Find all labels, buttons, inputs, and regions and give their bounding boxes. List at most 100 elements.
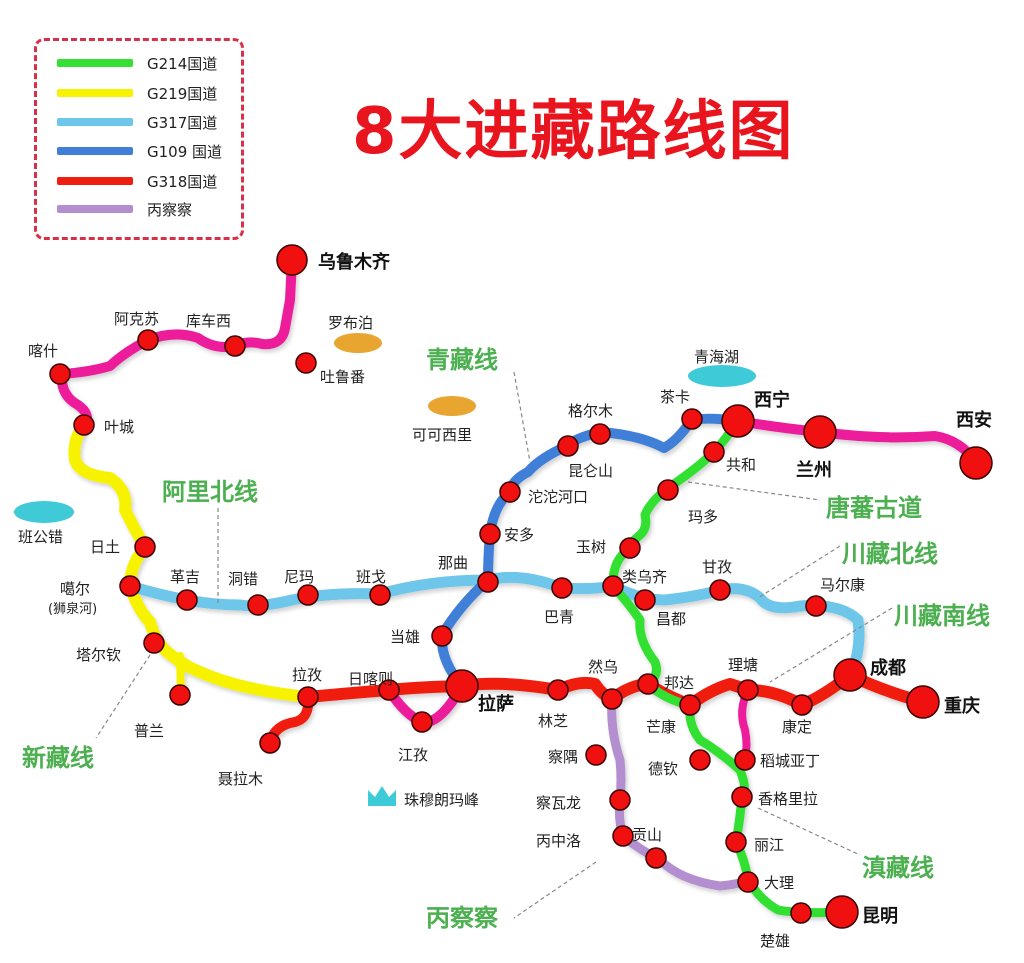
label-everest: 珠穆朗玛峰 [404,791,480,809]
node-yecheng [73,414,95,436]
label-geji: 革吉 [170,568,201,586]
legend-item-g317: G317国道 [57,110,217,134]
label-kekexili: 可可西里 [412,426,473,444]
route-name-chuanzangnan: 川藏南线 [894,602,990,630]
route-name-bingchacha: 丙察察 [426,904,498,932]
node-urumqi [276,244,308,276]
label-dongcuo: 洞错 [228,570,259,588]
node-gonghe [703,441,725,463]
everest-mountain-icon [368,786,396,806]
label-taerqin: 塔尔钦 [76,646,122,664]
node-chengdu [833,658,867,692]
label-bange: 班戈 [356,568,387,586]
legend-item-bingchacha: 丙察察 [57,197,192,221]
route-name-xinzang: 新藏线 [22,744,94,772]
label-litang: 理塘 [728,656,759,674]
node-ranwu [601,688,623,710]
label-kunlunshan: 昆仑山 [568,462,614,480]
label-jiangzi: 江孜 [398,746,429,764]
label-lanzhou: 兰州 [796,460,832,481]
label-chongqing: 重庆 [944,696,980,717]
legend-label: G317国道 [147,113,218,132]
node-kunming [825,895,859,929]
label-maerkang: 马尔康 [820,576,866,594]
label-gongshan: 贡山 [632,826,663,844]
label-chaka: 茶卡 [660,388,691,406]
node-lijiang [725,831,747,853]
legend: G214国道 G219国道 G317国道 G109 国道 G318国道 丙察察 [34,38,244,240]
label-lazi: 拉孜 [292,666,323,684]
node-lazi [297,686,319,708]
label-nima: 尼玛 [284,568,315,586]
label-lasa: 拉萨 [478,694,514,715]
node-bangda [637,673,659,695]
node-dongcuo [247,594,269,616]
node-tuotuoheko [499,481,521,503]
node-anduo [479,523,501,545]
label-gonghe: 共和 [726,456,757,474]
label-linzhi: 林芝 [538,712,569,730]
legend-item-g214: G214国道 [57,51,217,75]
kekexili-icon [428,396,476,416]
node-nima [297,584,319,606]
legend-item-g109: G109 国道 [57,139,222,163]
label-ritu: 日土 [90,538,121,556]
legend-swatch [57,59,133,67]
legend-item-g318: G318国道 [57,169,217,193]
route-name-chuanzangbei: 川藏北线 [842,540,938,568]
label-nielamu: 聂拉木 [218,770,264,788]
node-pulan [169,684,191,706]
label-tuotuoheko: 沱沱河口 [528,488,589,506]
legend-label: G214国道 [147,54,218,73]
node-dangxiong [431,625,453,647]
label-ranwu: 然乌 [588,658,619,676]
label-akesu: 阿克苏 [114,310,160,328]
node-akesu [137,329,159,351]
label-chawalong: 察瓦龙 [536,794,582,812]
legend-item-g219: G219国道 [57,81,217,105]
legend-swatch [57,89,133,97]
legend-label: 丙察察 [147,200,193,219]
node-chongqing [906,685,940,719]
label-xining: 西宁 [754,390,790,411]
label-kangding: 康定 [782,718,813,736]
node-kashi [49,363,71,385]
node-kangding [791,694,813,716]
route-name-dianzang: 滇藏线 [862,854,934,882]
label-geer: 噶尔 [60,580,91,598]
label-changdu: 昌都 [656,610,687,628]
label-geer-sub: (狮泉河) [48,602,98,617]
node-leiwuqi [602,575,624,597]
label-kunming: 昆明 [862,906,898,927]
label-lijiang: 丽江 [754,836,785,854]
legend-label: G109 国道 [147,142,223,161]
label-yushu: 玉树 [576,538,607,556]
label-xian: 西安 [956,410,992,431]
label-qinghaihu: 青海湖 [694,348,740,366]
route-g314-magenta [56,255,297,430]
node-dali [737,871,759,893]
node-lasa [445,669,479,703]
route-g109-blue [436,413,743,691]
node-chuxiong [790,902,812,924]
node-nielamu [259,732,281,754]
label-pulan: 普兰 [134,722,165,740]
node-kunlunshan [557,435,579,457]
node-geermu [589,423,611,445]
label-bingzhongluo: 丙中洛 [536,832,582,850]
label-anduo: 安多 [504,526,535,544]
legend-label: G318国道 [147,172,218,191]
node-linzhi [547,679,569,701]
bangongcuo-lake-icon [14,501,74,523]
node-daocheng [734,749,756,771]
node-bange [369,584,391,606]
luobupo-lake-icon [334,333,382,353]
label-urumqi: 乌鲁木齐 [318,252,390,273]
label-deqin: 德钦 [648,760,679,778]
node-lanzhou [803,415,837,449]
legend-swatch [57,147,133,155]
label-dali: 大理 [764,874,795,892]
node-yushu [619,537,641,559]
label-mangkang: 芒康 [646,718,677,736]
